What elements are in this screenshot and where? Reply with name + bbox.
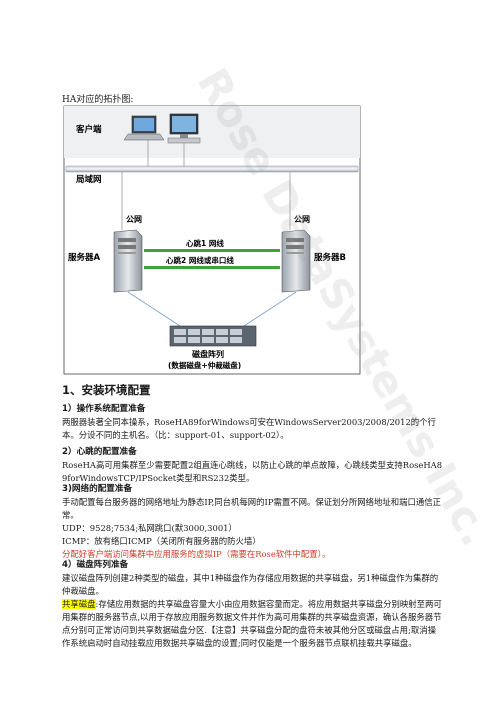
section-body: :存储应用数据的共享磁盘容量大小由应用数据容量而定。将应用数据共享磁盘分别映射至…: [62, 599, 442, 648]
client-zone: [64, 106, 360, 158]
lan-label: 局域网: [75, 174, 102, 185]
disk-note-label: (数据磁盘+仲裁磁盘): [168, 360, 241, 370]
section-title: 2）心跳的配置准备: [62, 447, 137, 457]
diagram-caption: HA对应的拓扑图:: [62, 95, 134, 105]
section-disk: 4）磁盘阵列准备 建议磁盘阵列创建2种类型的磁盘，其中1种磁盘作为存储应用数据的…: [62, 559, 444, 650]
public-net-b-label: 公网: [294, 215, 310, 224]
section-title: 4）磁盘阵列准备: [62, 560, 129, 570]
shared-disk-highlight: 共享磁盘: [62, 599, 96, 609]
section-heartbeat: 2）心跳的配置准备 RoseHA高可用集群至少需要配置2组直连心跳线，以防止心跳…: [62, 446, 444, 485]
section-body: ICMP：放有络口ICMP（关闭所有服务器的防火墙）: [62, 536, 261, 546]
server-a-label: 服务器A: [68, 252, 101, 263]
section-body: UDP：9528;7534;私网跳口(默3000,3001）: [62, 523, 237, 533]
laptop-icon: [123, 115, 165, 141]
section-heading: 1、安装环境配置: [62, 383, 151, 397]
section-body: 两服器装著全同本操系，RoseHA89forWindows可安在WindowsS…: [62, 417, 436, 440]
server-b-icon: [281, 229, 311, 293]
desktop-computer-icon: [167, 113, 201, 144]
section-body: 建议磁盘阵列创建2种类型的磁盘，其中1种磁盘作为存储应用数据的共享磁盘，另1种磁…: [62, 573, 439, 596]
disk-array-icon: [169, 325, 257, 347]
topology-diagram: 客户端 局域网 公网 公网 服务器A 服务器B 心跳1 网线 心跳2 网线或串口…: [63, 105, 361, 375]
section-body: 手动配置每台服务器的网络地址为静态IP,同台机每网的IP需置不网。保证划分所网络…: [62, 497, 441, 520]
heartbeat2-line: [144, 266, 280, 269]
section-body-highlight: 分配好客户端访问集群中应用服务的虚拟IP（需要在Rose软件中配置）。: [62, 549, 331, 559]
heartbeat1-label: 心跳1 网线: [186, 238, 224, 248]
section-title: 3)网络的配置准备: [62, 484, 133, 494]
lan-bus: [65, 165, 359, 173]
public-net-a-label: 公网: [126, 215, 142, 224]
server-b-label: 服务器B: [314, 252, 346, 263]
section-body: RoseHA高可用集群至少需要配置2组直连心跳线，以防止心跳的单点故障，心跳线类…: [62, 460, 443, 483]
storage-link-b: [243, 291, 297, 327]
server-a-icon: [113, 229, 143, 293]
storage-link-a: [127, 291, 181, 327]
client-label: 客户端: [75, 124, 102, 135]
section-network: 3)网络的配置准备 手动配置每台服务器的网络地址为静态IP,同台机每网的IP需置…: [62, 483, 444, 561]
heartbeat1-line: [144, 249, 280, 252]
heartbeat2-label: 心跳2 网线或串口线: [166, 255, 234, 265]
disk-array-label: 磁盘阵列: [192, 349, 224, 359]
section-os: 1）操作系统配置准备 两服器装著全同本操系，RoseHA89forWindows…: [62, 403, 444, 442]
section-title: 1）操作系统配置准备: [62, 404, 146, 414]
